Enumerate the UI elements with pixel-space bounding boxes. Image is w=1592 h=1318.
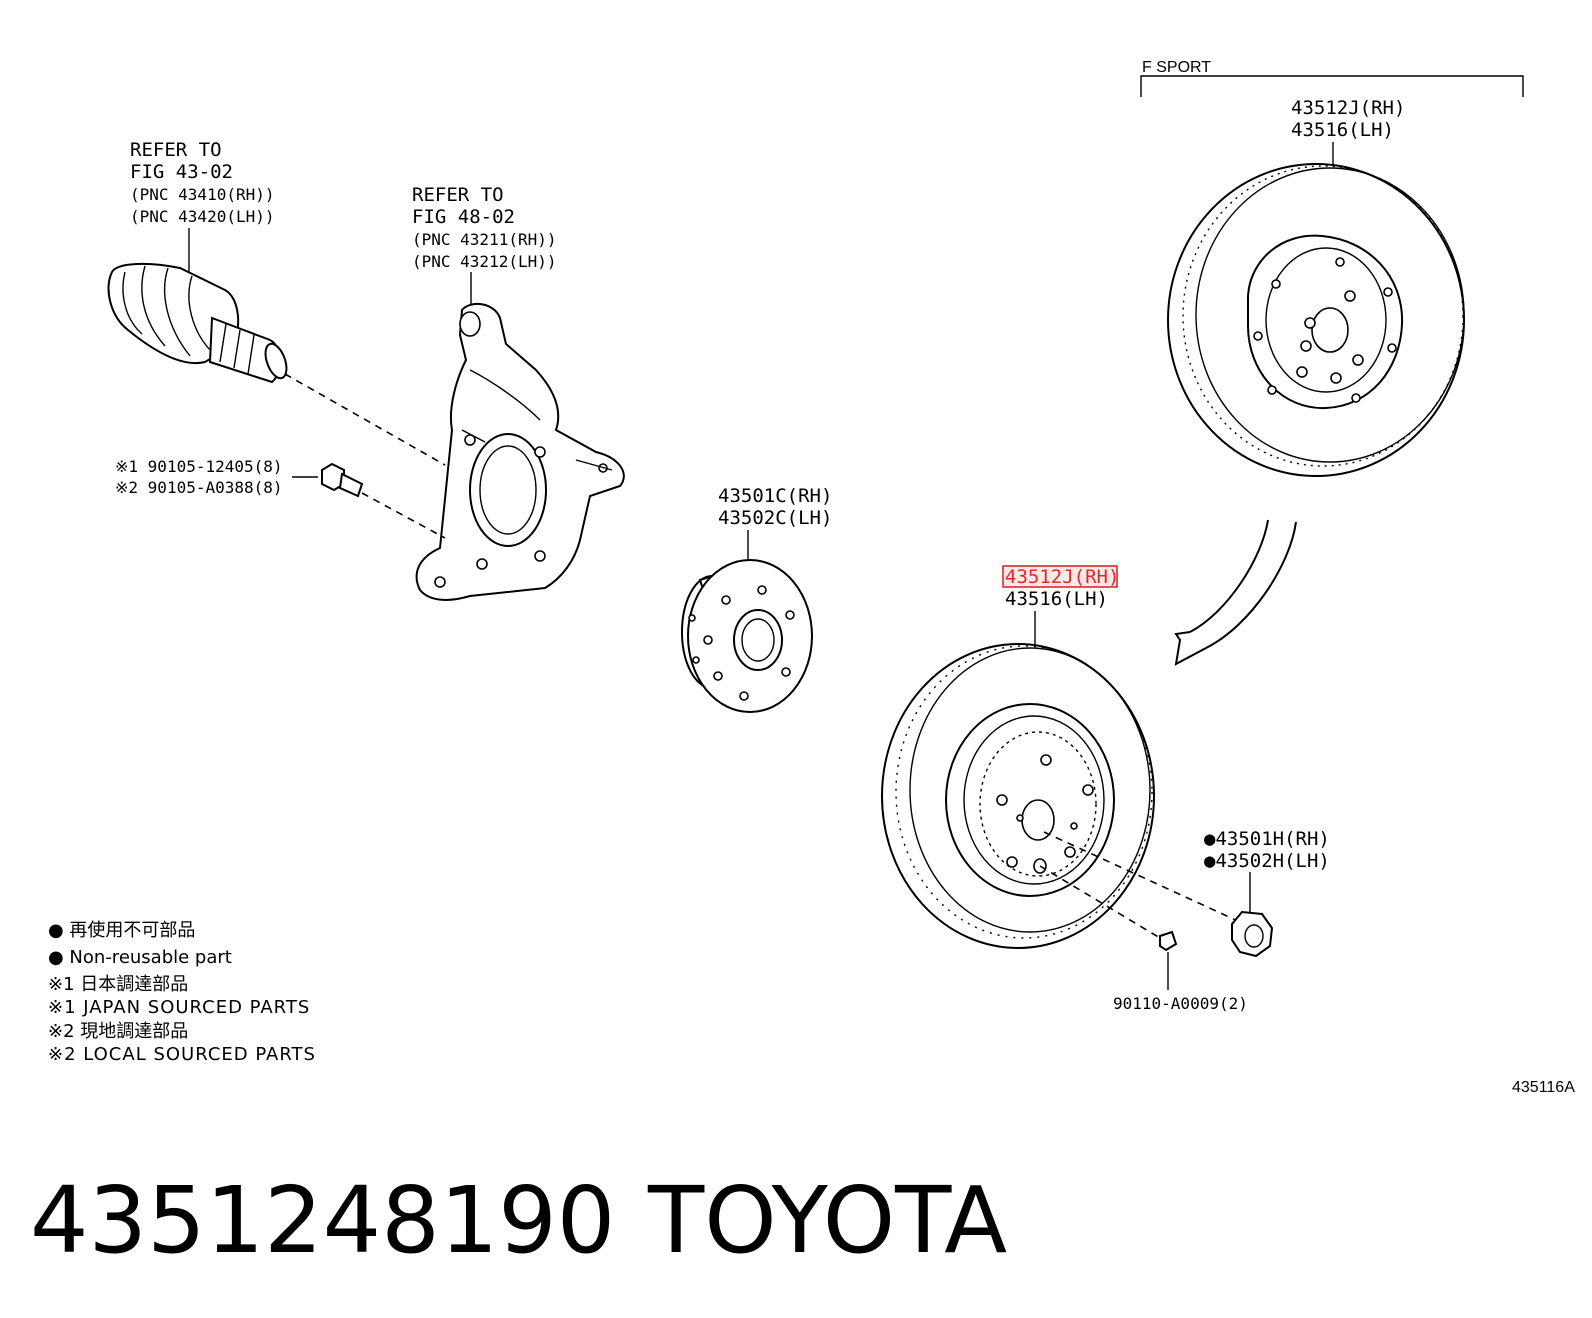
legend-local-jp: ※2 現地調達部品 — [48, 1021, 188, 1042]
legend-non-reusable-jp: ● 再使用不可部品 — [48, 920, 195, 941]
knuckle-refer-label: REFER TO — [412, 184, 504, 206]
drive-shaft-refer-label: REFER TO — [130, 139, 222, 161]
screw-drawing — [1159, 930, 1178, 952]
footer-part-number: 4351248190 — [30, 1167, 615, 1274]
hub-label-rh: 43501C(RH) — [718, 485, 832, 507]
highlight-box — [1002, 565, 1118, 588]
drive-shaft-fig-label: FIG 43-02 — [130, 161, 233, 183]
hub-drawing — [681, 559, 813, 713]
legend-non-reusable-en: ● Non-reusable part — [48, 947, 232, 968]
knuckle-pnc-lh: (PNC 43212(LH)) — [412, 252, 557, 271]
legend: ● 再使用不可部品 ● Non-reusable part ※1 日本調達部品 … — [48, 920, 316, 1065]
knuckle-drawing — [415, 302, 625, 601]
drive-shaft-drawing — [107, 262, 288, 384]
std-rotor-label-lh: 43516(LH) — [1005, 588, 1108, 610]
nut-label-rh: ●43501H(RH) — [1204, 828, 1330, 850]
hub-nut-drawing — [1231, 910, 1274, 958]
figure-code: 435116A — [1512, 1079, 1575, 1096]
fsport-rotor-label-lh: 43516(LH) — [1291, 119, 1394, 141]
drive-shaft-pnc-lh: (PNC 43420(LH)) — [130, 207, 275, 226]
knuckle-fig-label: FIG 48-02 — [412, 206, 515, 228]
std-rotor-drawing — [881, 643, 1155, 949]
fsport-rotor-label-rh: 43512J(RH) — [1291, 97, 1405, 119]
legend-japan-en: ※1 JAPAN SOURCED PARTS — [48, 997, 310, 1018]
nut-label-lh: ●43502H(LH) — [1204, 850, 1330, 872]
hub-label-lh: 43502C(LH) — [718, 507, 832, 529]
rotor-fsport-group: 43512J(RH) 43516(LH) — [1167, 97, 1465, 666]
steering-knuckle-group: REFER TO FIG 48-02 (PNC 43211(RH)) (PNC … — [412, 184, 625, 601]
footer-brand: TOYOTA — [647, 1167, 1007, 1274]
fsport-rotor-drawing — [1167, 163, 1465, 477]
fsport-bracket: F SPORT — [1140, 59, 1524, 97]
knuckle-bolt-group: ※1 90105-12405(8) ※2 90105-A0388(8) — [115, 457, 446, 539]
legend-japan-jp: ※1 日本調達部品 — [48, 974, 188, 995]
bolt-label-local: ※2 90105-A0388(8) — [115, 478, 283, 497]
bolt-drawing — [321, 462, 364, 498]
bolt-label-japan: ※1 90105-12405(8) — [115, 457, 283, 476]
drive-shaft-group: REFER TO FIG 43-02 (PNC 43410(RH)) (PNC … — [107, 139, 446, 466]
legend-local-en: ※2 LOCAL SOURCED PARTS — [48, 1044, 316, 1065]
hub-nut-group: ●43501H(RH) ●43502H(LH) — [1204, 828, 1330, 958]
rotor-standard-group: 43512J(RH) 43516(LH) — [881, 565, 1241, 949]
std-rotor-label-rh: 43512J(RH) — [1005, 566, 1119, 588]
hub-group: 43501C(RH) 43502C(LH) — [681, 485, 832, 713]
knuckle-pnc-rh: (PNC 43211(RH)) — [412, 230, 557, 249]
fsport-label: F SPORT — [1142, 59, 1211, 76]
drive-shaft-pnc-rh: (PNC 43410(RH)) — [130, 185, 275, 204]
screw-group: 90110-A0009(2) — [1113, 930, 1248, 1013]
screw-label: 90110-A0009(2) — [1113, 994, 1248, 1013]
